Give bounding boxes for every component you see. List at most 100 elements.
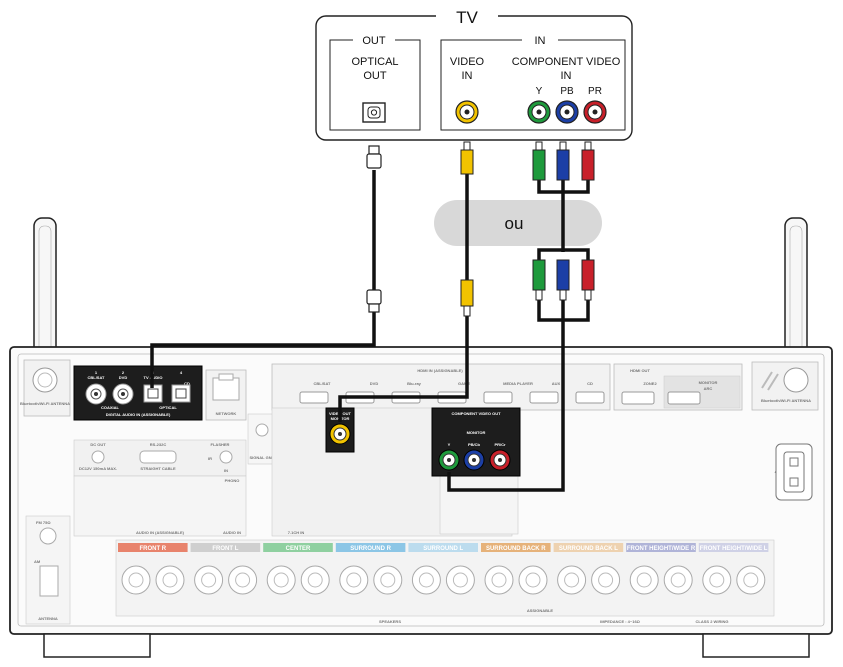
video-plug-bottom [460, 279, 474, 317]
speaker-terminal-knob [128, 572, 144, 588]
speaker-terminal-knob [743, 572, 759, 588]
tv-in-label-gap [522, 34, 558, 46]
tv-component-y-jack [527, 100, 551, 124]
speaker-group-surround-r: SURROUND R [335, 543, 406, 595]
optical-jack-cd [171, 384, 191, 403]
tv-pr-label: PR [588, 86, 602, 97]
speaker-group-center: CENTER [263, 543, 333, 595]
speaker-terminal-knob [709, 572, 725, 588]
component-out-y-jack [438, 449, 460, 471]
speaker-label-sb-r: SURROUND BACK R [486, 546, 546, 552]
hdmi-in-label-7: CD [587, 381, 593, 386]
ir-label: IR [208, 456, 212, 461]
am-label: AM [34, 559, 41, 564]
tv-optical-label-1: OPTICAL [351, 56, 398, 68]
component-video-out-panel: COMPONENT VIDEO OUT MONITOR Y PB/Cb PR/C… [431, 407, 521, 477]
speaker-terminal-knob [452, 572, 468, 588]
video-cable [338, 141, 474, 422]
dai-p2: 2 [122, 370, 125, 375]
coaxial-jack-1 [85, 383, 107, 405]
hdmi-in-panel: HDMI IN (ASSIGNABLE) CBL/SAT DVD Blu-ray… [271, 363, 611, 411]
hdmi-out-zone: ZONE2 [643, 381, 657, 386]
speaker-terminal-knob [636, 572, 652, 588]
audio-in2-label: AUDIO IN [223, 530, 241, 535]
antenna-fm-am-panel: FM 75Ω AM ANTENNA [25, 515, 71, 625]
hdmi-out-arc: ARC [704, 386, 713, 391]
speaker-terminal-knob [380, 572, 396, 588]
hdmi-in-label-6: AUX [552, 381, 561, 386]
tv-video-label-2: IN [462, 70, 473, 82]
left-antenna-jack: Bluetooth/Wi-Fi ANTENNA [20, 359, 71, 417]
antenna-label: ANTENNA [38, 616, 58, 621]
digital-audio-footer: DIGITAL AUDIO IN (ASSIGNABLE) [106, 412, 171, 417]
speaker-label-front-l: FRONT L [212, 546, 238, 552]
hdmi-in-label-4: GAME [458, 381, 470, 386]
optical-plug-top [366, 145, 382, 169]
dai-p1: 1 [95, 370, 98, 375]
speaker-group-fh-l: FRONT HEIGHT/WIDE L [698, 543, 769, 595]
tv-component-pb-jack [555, 100, 579, 124]
speaker-label-center: CENTER [286, 546, 311, 552]
speaker-group-fh-r: FRONT HEIGHT/WIDE R [626, 543, 696, 595]
optical-label: OPTICAL [159, 405, 177, 410]
hdmi-in-title: HDMI IN (ASSIGNABLE) [417, 368, 463, 373]
video-out-jack [329, 423, 351, 445]
tv-optical-port [362, 102, 386, 123]
speaker-label-fh-r: FRONT HEIGHT/WIDE R [627, 546, 696, 552]
right-antenna-icon [784, 217, 808, 369]
seven-one-label: 7.1CH IN [288, 530, 305, 535]
tv-title: TV [456, 8, 478, 27]
tv-out-label: OUT [362, 35, 386, 47]
tv-component-pr-jack [583, 100, 607, 124]
phono-label: PHONO [225, 478, 240, 483]
optical-cable [150, 145, 382, 388]
impedance-label: IMPEDANCE : 4~16Ω [600, 619, 641, 624]
component-out-pr-jack [489, 449, 511, 471]
dai-p2b: DVD [119, 375, 128, 380]
speaker-terminal-knob [418, 572, 434, 588]
speaker-group-front-r: FRONT R [118, 543, 188, 595]
speakers-label: SPEAKERS [379, 619, 401, 624]
left-antenna-icon [33, 217, 57, 369]
speaker-terminal-knob [235, 572, 251, 588]
dai-p1b: CBL/SAT [87, 375, 105, 380]
component-out-pr: PR/Cr [494, 442, 506, 447]
component-out-title: COMPONENT VIDEO OUT [451, 411, 501, 416]
hdmi-out-title: HDMI OUT [630, 368, 650, 373]
coaxial-label: COAXIAL [101, 405, 120, 410]
right-antenna-label: Bluetooth/Wi-Fi ANTENNA [761, 398, 811, 403]
flasher-label: FLASHER [211, 442, 230, 447]
right-antenna-jack: Bluetooth/Wi-Fi ANTENNA [751, 361, 819, 411]
speaker-terminal-knob [201, 572, 217, 588]
or-badge: ou [434, 200, 602, 246]
speaker-label-fh-l: FRONT HEIGHT/WIDE L [700, 546, 768, 552]
tv-out-label-gap [353, 34, 395, 46]
network-label: NETWORK [216, 411, 237, 416]
component-out-monitor: MONITOR [467, 430, 486, 435]
speaker-terminal-knob [525, 572, 541, 588]
tv-optical-label-2: OUT [363, 70, 387, 82]
signal-gnd-label: SIGNAL GND [249, 455, 274, 460]
assignable-label: ASSIGNABLE [527, 608, 554, 613]
speaker-terminal-knob [598, 572, 614, 588]
rear-panel-details: SIGNAL GND DC OUT DC12V 150mA MAX. RS-23… [25, 407, 813, 625]
optical-plug-bottom [366, 289, 382, 313]
speaker-label-sb-l: SURROUND BACK L [559, 546, 618, 552]
component-out-y: Y [448, 442, 451, 447]
or-label: ou [505, 214, 524, 233]
component-plugs-bottom [532, 259, 595, 301]
class2-label: CLASS 2 WIRING [696, 619, 729, 624]
component-out-pb: PB/Cb [468, 442, 481, 447]
tv-pb-label: PB [560, 86, 574, 97]
right-foot [702, 633, 810, 658]
hdmi-out-panel: HDMI OUT ZONE2 MONITOR ARC [613, 363, 743, 411]
component-plugs-top [532, 141, 595, 181]
speaker-terminal-knob [162, 572, 178, 588]
speaker-terminal-knob [307, 572, 323, 588]
tv-component-label-1: COMPONENT VIDEO [512, 56, 621, 68]
left-foot [43, 633, 151, 658]
digital-audio-in-panel: 1 CBL/SAT 2 DVD 3 TV AUDIO 4 CD COAXIAL … [73, 365, 203, 421]
